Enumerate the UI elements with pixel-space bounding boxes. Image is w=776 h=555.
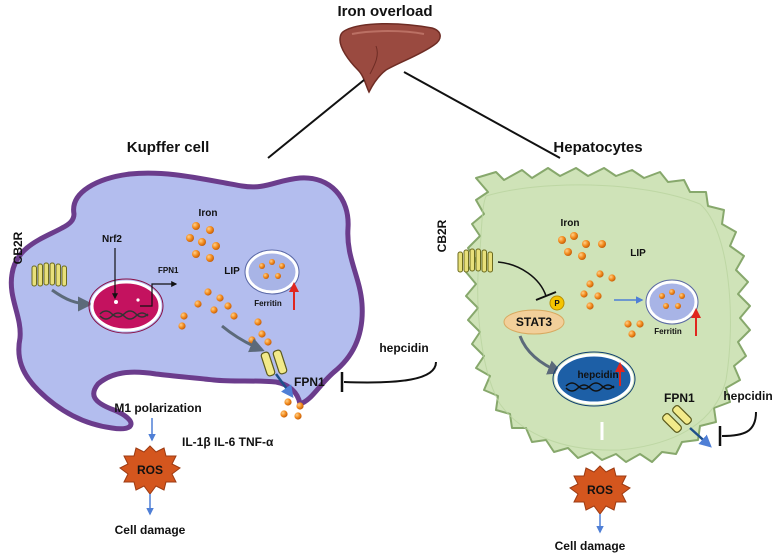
diagram-title: Iron overload <box>337 3 432 20</box>
hepatocyte-fpn1-channel-icon <box>662 405 692 433</box>
kupffer-iron-label: Iron <box>199 208 218 219</box>
hepatocyte-cb2r-receptor-icon <box>457 248 493 273</box>
hepatocyte-cb2r-inhibition <box>497 261 547 297</box>
hepatocyte-fpn1-outflow-arrow <box>689 427 712 448</box>
kupffer-iron-cluster <box>186 222 220 262</box>
kupffer-gene-arrow <box>140 281 178 307</box>
hepatocyte-ferritin <box>645 279 699 325</box>
liver-icon <box>339 23 441 94</box>
hepatocyte-lip-label: LIP <box>630 248 646 259</box>
kupffer-ros-label: ROS <box>137 463 163 477</box>
kupffer-cytokines-label: IL-1β IL-6 TNF-α <box>182 435 274 449</box>
kupffer-nrf2-label: Nrf2 <box>102 234 122 245</box>
hepatocyte-lip-iron <box>580 270 644 338</box>
kupffer-released-iron <box>280 398 304 420</box>
kupffer-damage-label: Cell damage <box>115 523 186 537</box>
hepatocyte-damage-label: Cell damage <box>555 539 626 553</box>
kupffer-cb2r-label: CB2R <box>11 231 25 264</box>
hepatocyte-fpn1-label: FPN1 <box>664 391 695 405</box>
kupffer-receptor-arrow <box>51 288 93 312</box>
hepatocyte-heading: Hepatocytes <box>553 139 642 156</box>
kupffer-hepcidin-label: hepcidin <box>379 341 428 355</box>
hepatocyte-hepcidin-label: hepcidin <box>723 389 772 403</box>
hepatocyte-cell-body <box>465 167 751 463</box>
kupffer-ferritin-label: Ferritin <box>254 299 282 308</box>
kupffer-lip-label: LIP <box>224 266 240 277</box>
hepatocyte-stat3 <box>503 295 565 335</box>
kupffer-cell-body <box>8 170 365 432</box>
kupffer-fpn1-channel-icon <box>260 349 288 377</box>
kupffer-heading: Kupffer cell <box>127 139 210 156</box>
hepatocyte-cb2r-bar <box>535 291 557 301</box>
kupffer-lip-iron <box>178 288 272 346</box>
hepatocyte-ros-label: ROS <box>587 483 613 497</box>
kupffer-export-arrow <box>221 324 265 353</box>
hepatocyte-nucleus <box>552 351 636 407</box>
hepatocyte-phospho-label: P <box>554 299 560 308</box>
hepatocyte-ferritin-label: Ferritin <box>654 327 682 336</box>
hepatocyte-iron-cluster <box>558 232 606 260</box>
hepatocyte-cb2r-label: CB2R <box>435 219 449 252</box>
kupffer-fpn1-outflow-arrow <box>274 373 294 399</box>
hepatocyte-hepcidin-inhibition <box>721 411 757 437</box>
hepatocyte-nucleus-gene-label: hepcidin <box>577 370 618 381</box>
branch-line-left <box>267 79 365 159</box>
kupffer-nucleus <box>88 278 164 334</box>
kupffer-hepcidin-inhibition <box>343 361 437 384</box>
hepatocyte-inner-membrane <box>477 184 731 451</box>
kupffer-cb2r-receptor-icon <box>31 262 67 287</box>
kupffer-ferritin <box>244 249 300 295</box>
branch-line-right <box>403 71 561 159</box>
kupffer-fpn1-label: FPN1 <box>294 375 325 389</box>
hepatocyte-iron-label: Iron <box>561 218 580 229</box>
hepatocyte-stat3-label: STAT3 <box>516 315 553 329</box>
kupffer-fpn1-gene-label: FPN1 <box>158 266 179 275</box>
kupffer-m1-label: M1 polarization <box>114 401 201 415</box>
